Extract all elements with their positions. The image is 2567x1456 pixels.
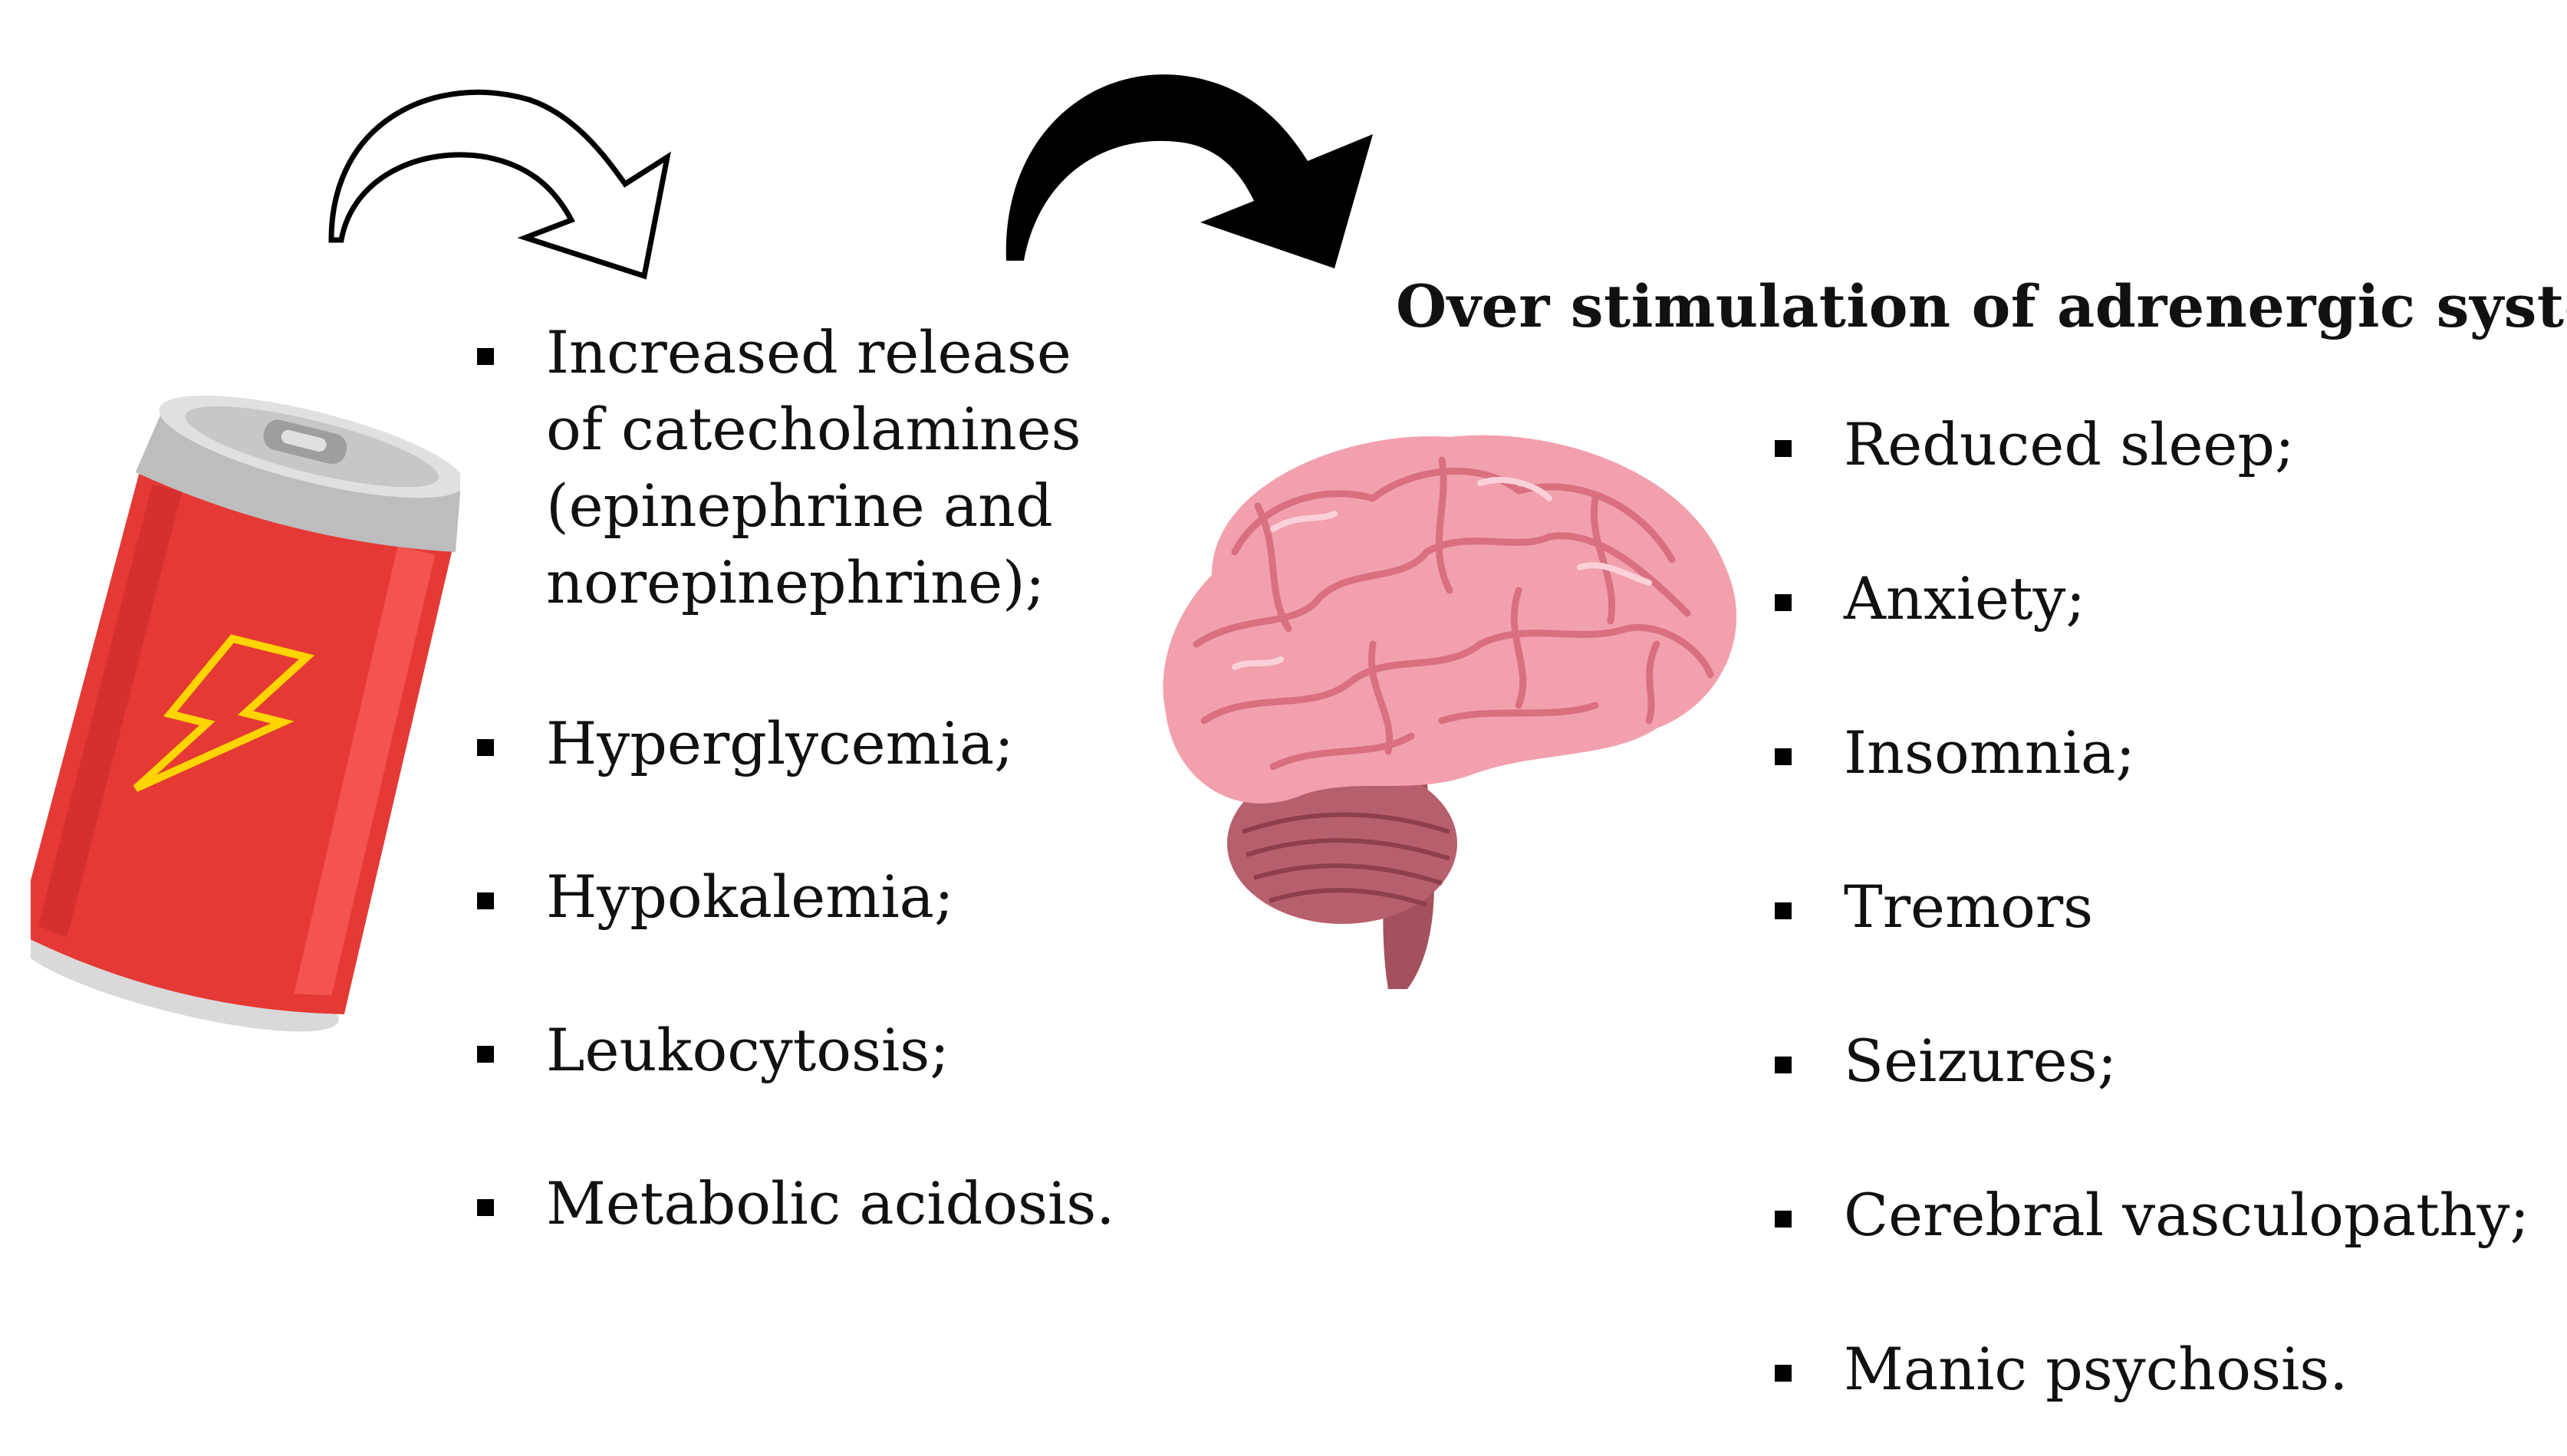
list-item: Increased release of catecholamines (epi…: [477, 314, 1167, 621]
list-item-text: Manic psychosis.: [1844, 1335, 2348, 1403]
list-item-text: Leukocytosis;: [546, 1016, 949, 1084]
list-item: Anxiety;: [1775, 560, 2542, 637]
bullet-icon: [477, 739, 494, 756]
list-item: Reduced sleep;: [1775, 406, 2542, 483]
list-item-text: Hypokalemia;: [546, 863, 954, 931]
list-item-text: Cerebral vasculopathy;: [1844, 1181, 2530, 1249]
bullet-icon: [477, 1046, 494, 1063]
curved-arrow-outline-icon: [328, 89, 671, 280]
bullet-icon: [1775, 440, 1792, 457]
list-item-text: Metabolic acidosis.: [546, 1169, 1115, 1237]
bullet-icon: [1775, 1211, 1792, 1228]
curved-arrow-solid-icon: [1005, 74, 1373, 268]
bullet-icon: [1775, 594, 1792, 611]
list-item-text: Anxiety;: [1844, 564, 2086, 633]
list-item-text: Increased release of catecholamines (epi…: [546, 318, 1081, 616]
list-item-text: Reduced sleep;: [1844, 410, 2295, 478]
energy-drink-can-icon: [31, 395, 460, 1032]
brain-icon: [1163, 435, 1737, 989]
list-item: Metabolic acidosis.: [477, 1165, 1167, 1242]
list-item: Hyperglycemia;: [477, 705, 1167, 782]
bullet-icon: [477, 348, 494, 365]
title: Over stimulation of adrenergic system: [1396, 272, 2567, 340]
list-item: Cerebral vasculopathy;: [1775, 1177, 2542, 1254]
list-item: Insomnia;: [1775, 715, 2542, 791]
bullet-icon: [1775, 1057, 1792, 1073]
bullet-icon: [477, 892, 494, 909]
list-item: Tremors: [1775, 869, 2542, 945]
bullet-icon: [1775, 748, 1792, 765]
bullet-icon: [1775, 1365, 1792, 1382]
bullet-icon: [1775, 902, 1792, 919]
list-item: Hypokalemia;: [477, 859, 1167, 935]
list-item-text: Seizures;: [1844, 1027, 2118, 1095]
left-effects-list: Increased release of catecholamines (epi…: [477, 314, 1167, 1242]
list-item-text: Hyperglycemia;: [546, 709, 1014, 777]
list-item-text: Insomnia;: [1844, 718, 2135, 787]
bullet-icon: [477, 1199, 494, 1216]
list-item-text: Tremors: [1844, 873, 2094, 941]
list-item: Manic psychosis.: [1775, 1331, 2542, 1408]
right-effects-list: Reduced sleep; Anxiety; Insomnia; Tremor…: [1775, 406, 2542, 1408]
list-item: Seizures;: [1775, 1023, 2542, 1099]
list-item: Leukocytosis;: [477, 1012, 1167, 1089]
